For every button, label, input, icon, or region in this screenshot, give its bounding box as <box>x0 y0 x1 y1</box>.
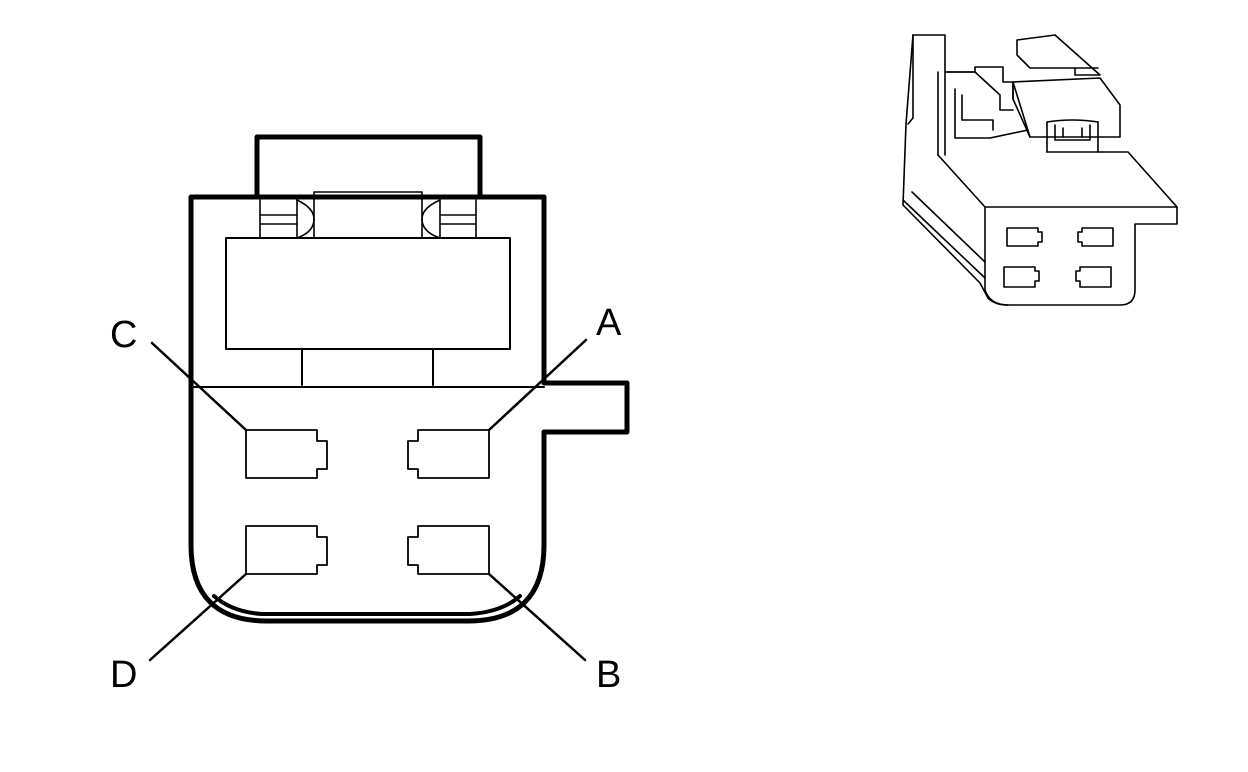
latch-detail-right <box>421 199 477 239</box>
leader-line-b <box>487 572 587 662</box>
housing-outline <box>188 194 630 624</box>
connector-isometric-view <box>902 34 1178 306</box>
leader-line-a <box>487 338 588 432</box>
leader-line-c <box>150 341 248 432</box>
pin-label-d: D <box>110 654 137 696</box>
pin-cavity-d <box>245 525 328 575</box>
pin-label-a: A <box>596 302 622 344</box>
pin-label-b: B <box>596 654 621 696</box>
pin-label-c: C <box>110 314 137 356</box>
leader-line-d <box>148 572 248 662</box>
latch-detail-left <box>259 199 315 239</box>
pin-cavity-c <box>245 429 328 479</box>
pin-cavity-b <box>407 525 490 575</box>
lock-tab <box>254 134 483 200</box>
lock-window <box>225 237 511 350</box>
pin-cavity-a <box>407 429 490 479</box>
connector-face-view <box>148 134 630 662</box>
